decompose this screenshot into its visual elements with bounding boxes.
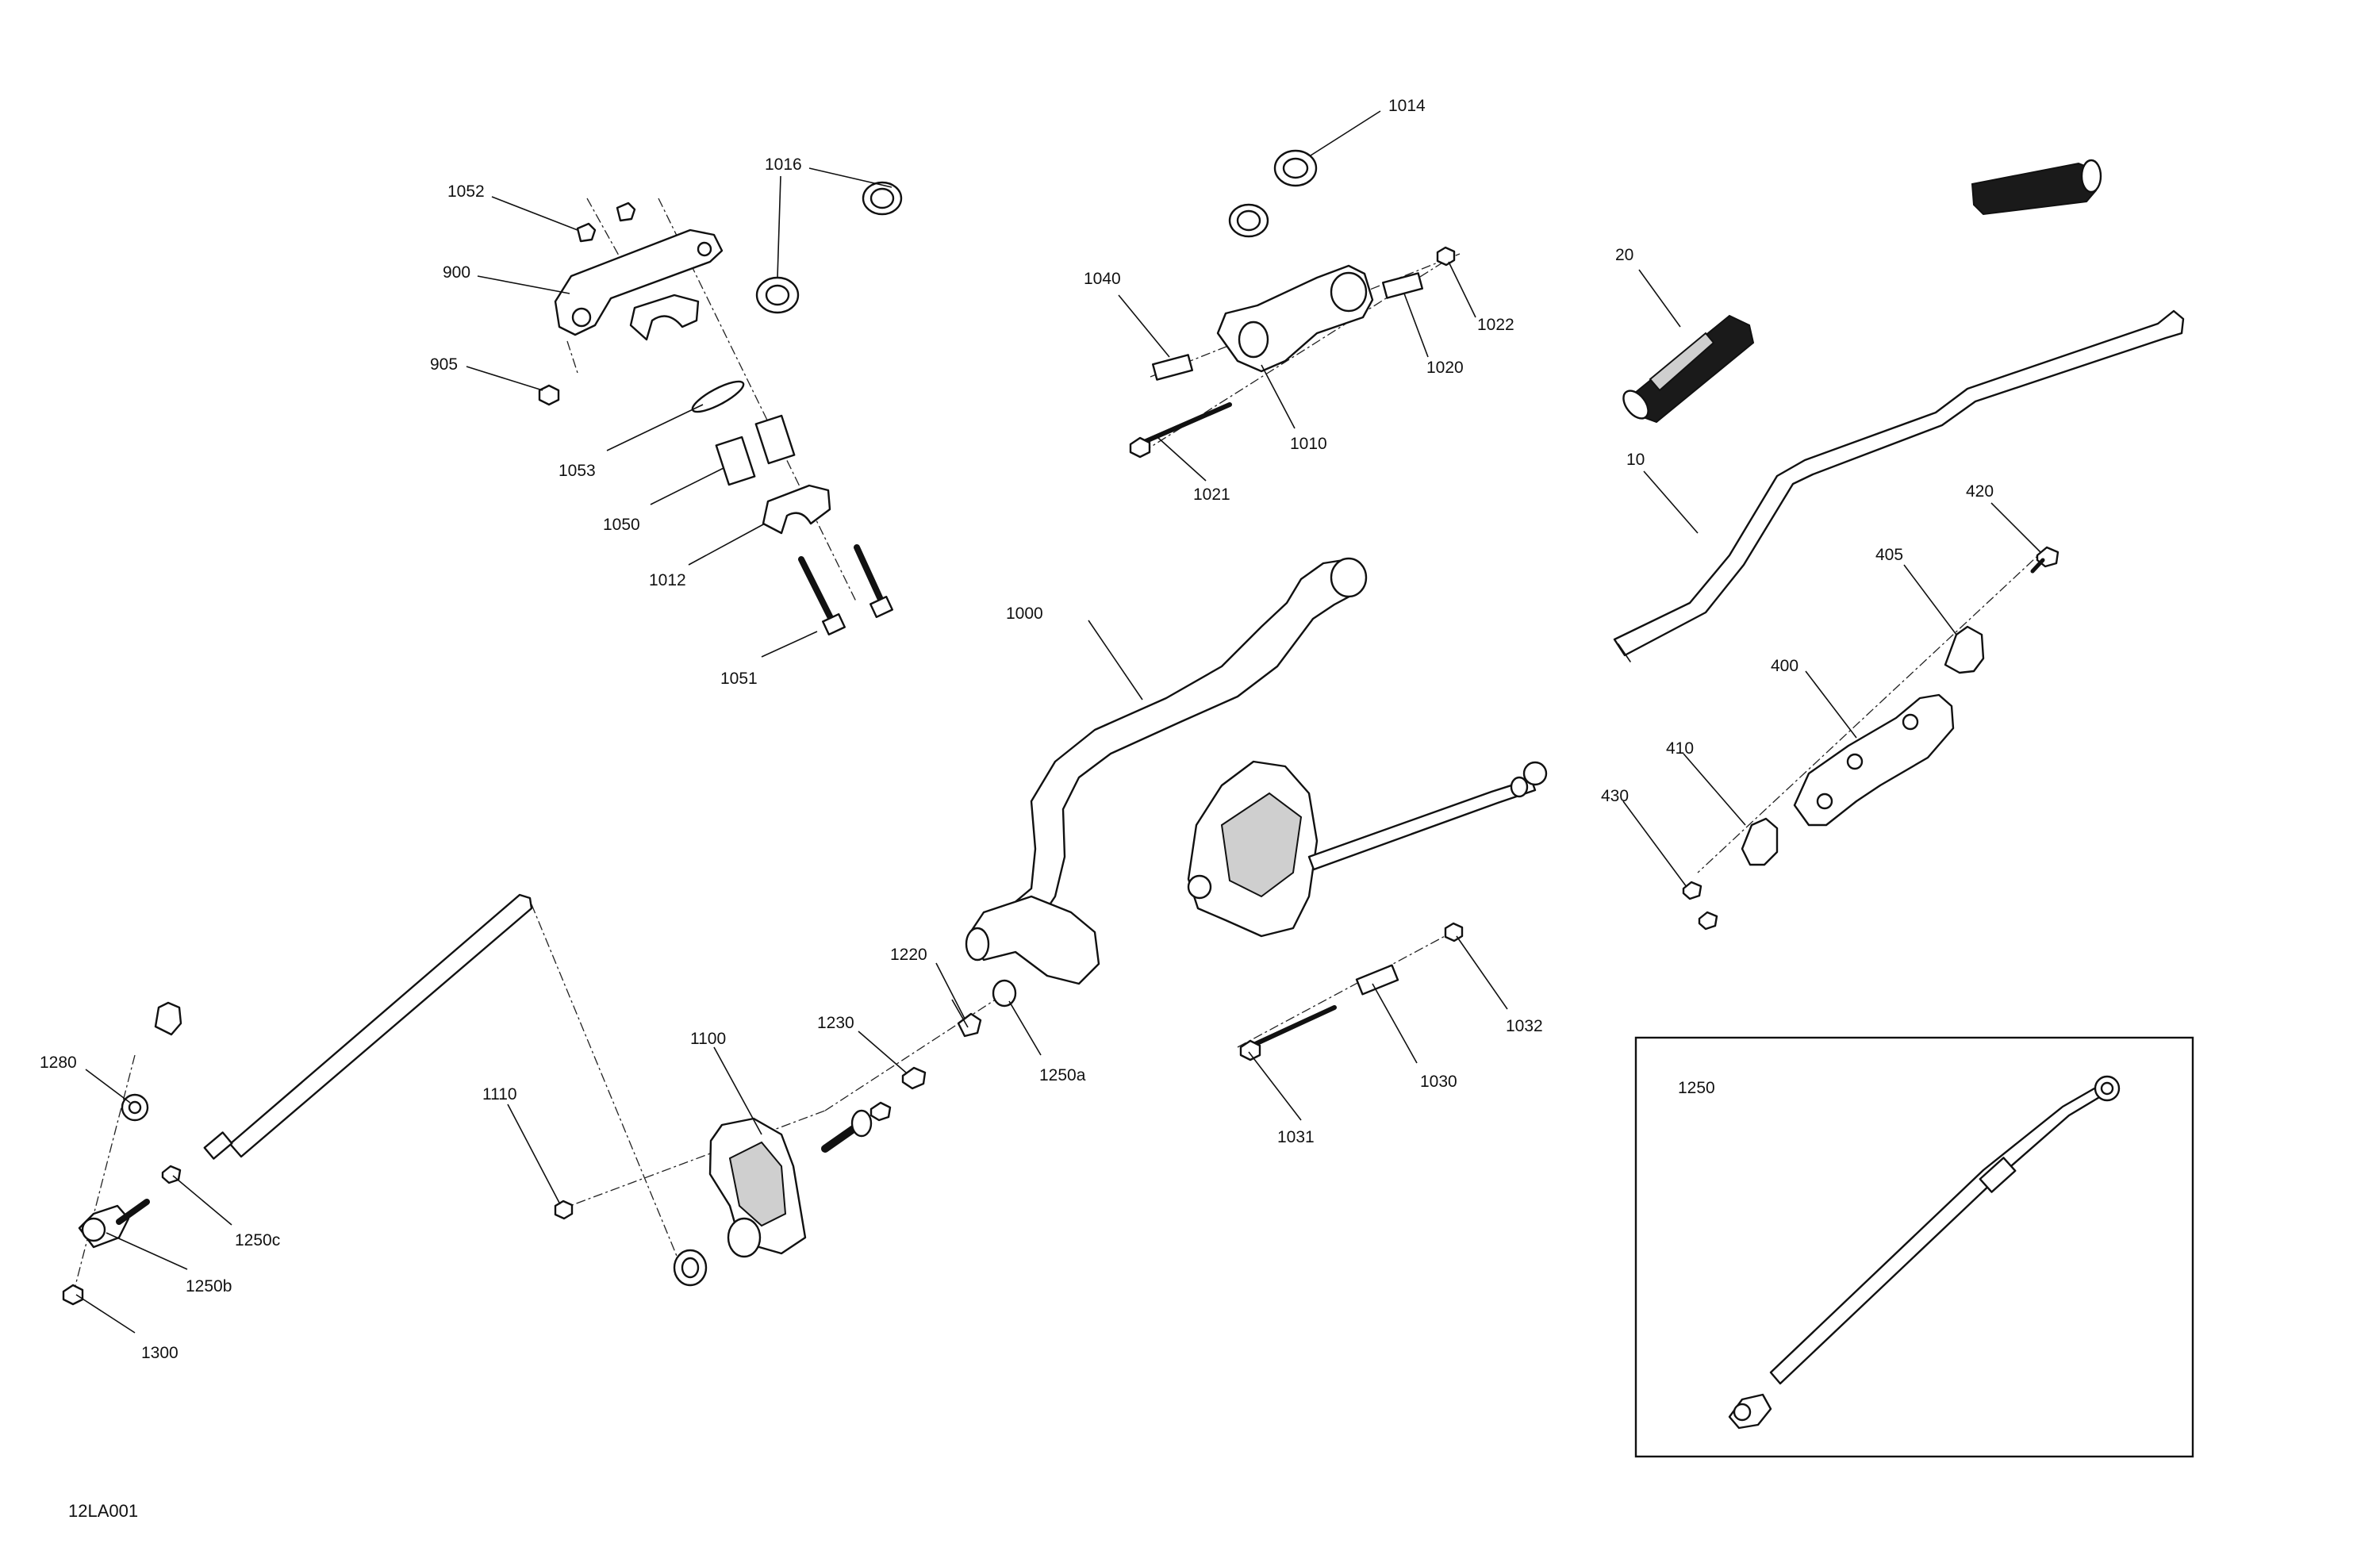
part-1021-bolt-head [1129, 436, 1151, 459]
callout-1032: 1032 [1506, 1017, 1543, 1035]
leader-lines [75, 110, 2041, 1334]
callout-10: 10 [1626, 451, 1645, 469]
callout-1040: 1040 [1084, 270, 1121, 288]
callout-420: 420 [1966, 482, 1994, 501]
part-1000-riser-group [821, 557, 1368, 1153]
riser-top-bore [1330, 557, 1368, 598]
part-1300-nut [62, 1284, 84, 1306]
part-1020-pin [1381, 272, 1424, 299]
control-block-group [1682, 546, 2059, 931]
part-410-clip [1741, 817, 1779, 866]
part-1021-bolt [1140, 402, 1232, 445]
left-tie-rod [228, 893, 533, 1158]
part-10-handlebar [1613, 309, 2185, 657]
callout-1230: 1230 [817, 1014, 854, 1032]
handlebar-group [1613, 159, 2185, 662]
callout-1052: 1052 [447, 182, 485, 201]
part-1040-pin [1151, 354, 1194, 381]
callout-410: 410 [1666, 739, 1694, 758]
part-1230-washer [901, 1066, 927, 1090]
callout-1280: 1280 [40, 1054, 77, 1072]
callout-20: 20 [1615, 246, 1633, 264]
part-430-screw [1682, 881, 1702, 900]
bracket-hole [571, 307, 592, 328]
callout-1000: 1000 [1006, 605, 1043, 623]
callout-1051: 1051 [720, 670, 758, 688]
part-1230-washer [869, 1101, 892, 1122]
left-tie-rod-group [62, 893, 533, 1306]
part-405-clip [1944, 625, 1985, 674]
part-clamp-upper-half [629, 294, 700, 341]
part-1031-bolt [1250, 1005, 1337, 1048]
part-1052-cap-left [576, 222, 597, 243]
callout-1300: 1300 [141, 1344, 178, 1362]
bracket-hole [697, 241, 712, 257]
part-1051-bolts [798, 544, 893, 636]
figure-id: 12LA001 [68, 1501, 138, 1521]
callout-430: 430 [1601, 787, 1629, 805]
grip-right [1971, 159, 2102, 216]
callout-1100: 1100 [690, 1030, 726, 1048]
callout-905: 905 [430, 355, 458, 374]
part-1016-spacers [755, 181, 903, 314]
inset-tie-rod [1728, 1075, 2121, 1430]
callout-labels: 1014 1016 1052 900 905 1053 1050 1012 10… [40, 97, 1994, 1362]
part-1250c-nut [161, 1165, 182, 1184]
callout-1110: 1110 [482, 1085, 517, 1104]
callout-1030: 1030 [1420, 1073, 1457, 1091]
callout-1250a: 1250a [1039, 1066, 1086, 1084]
part-1050-bushing-right [754, 414, 796, 465]
part-1052-cap-right [616, 202, 636, 222]
part-1250a-nut [992, 979, 1017, 1008]
callout-1010: 1010 [1290, 435, 1327, 453]
callout-1016: 1016 [765, 155, 802, 174]
part-1012-lower-clamp [762, 484, 831, 535]
callout-405: 405 [1875, 546, 1903, 564]
clamp-bore [1330, 271, 1368, 313]
callout-400: 400 [1771, 657, 1798, 675]
callout-1250c: 1250c [235, 1231, 280, 1249]
part-1030-spacer [1355, 964, 1399, 996]
part-1280-bolt [154, 1001, 182, 1036]
callout-1020: 1020 [1426, 359, 1464, 377]
part-20-grip [1622, 314, 1755, 424]
callout-1031: 1031 [1277, 1128, 1315, 1146]
part-1022-nut [1436, 246, 1456, 267]
riser-clamp-group [538, 181, 903, 636]
part-1014-rings [1228, 149, 1318, 238]
inset-label: 1250 [1678, 1079, 1715, 1097]
part-1100-housing-group [554, 1117, 807, 1287]
part-430-screw [1698, 911, 1718, 931]
clamp-bore [1238, 320, 1269, 359]
steering-housing-right [1187, 760, 1548, 1061]
part-1032-nut [1444, 922, 1464, 942]
callout-1012: 1012 [649, 571, 686, 589]
callout-1021: 1021 [1193, 486, 1230, 504]
callout-1014: 1014 [1388, 97, 1426, 115]
callout-1050: 1050 [603, 516, 640, 534]
callout-1053: 1053 [559, 462, 596, 480]
callout-900: 900 [443, 263, 470, 282]
callout-1250b: 1250b [186, 1277, 232, 1295]
part-1050-bushing-left [715, 436, 756, 486]
part-900-bracket [554, 228, 724, 336]
riser-base-clamp [966, 895, 1100, 985]
bar-end-edge [1618, 643, 1631, 662]
part-1110-nut [554, 1199, 574, 1220]
part-905-nut [538, 384, 560, 406]
part-1031-bolt-head [1239, 1039, 1261, 1061]
part-1053-shim [691, 380, 745, 413]
steering-tie-arm [1307, 777, 1537, 871]
inset-panel-1250: 1250 [1634, 1036, 2194, 1458]
callout-1022: 1022 [1477, 316, 1514, 334]
callout-1220: 1220 [890, 946, 927, 964]
assembly-axis-lines [71, 198, 2048, 1302]
tie-rod-sleeve [203, 1131, 233, 1160]
rod-end-stem [821, 1123, 861, 1153]
handlebar-clamp-group [1129, 149, 1456, 459]
